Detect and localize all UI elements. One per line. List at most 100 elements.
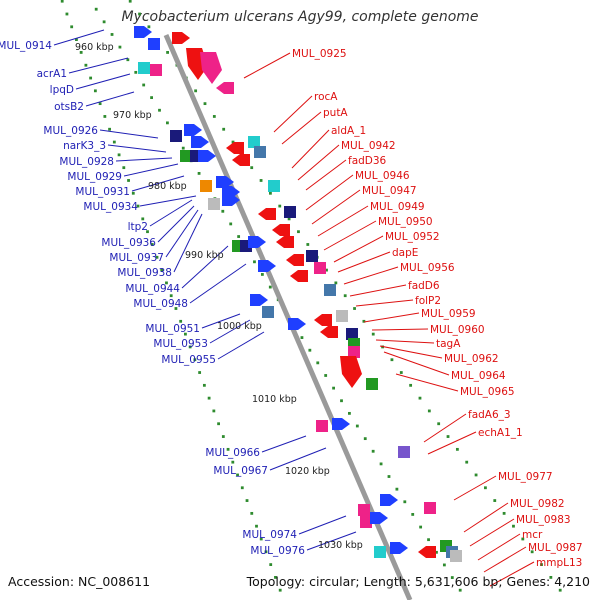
track-tick — [259, 537, 263, 541]
reverse-gene-label[interactable]: MUL_0960 — [430, 324, 485, 336]
gene-box — [316, 420, 328, 432]
reverse-gene-label[interactable]: MUL_0959 — [421, 308, 476, 320]
forward-gene-label[interactable]: MUL_0936 — [101, 237, 156, 249]
scale-label: 1020 kbp — [285, 466, 330, 477]
reverse-gene-label[interactable]: MUL_0956 — [400, 262, 455, 274]
track-tick — [98, 102, 102, 106]
forward-gene-arrow — [172, 32, 190, 44]
reverse-gene-label[interactable]: rocA — [314, 91, 338, 103]
reverse-gene-label[interactable]: MUL_0942 — [341, 140, 396, 152]
reverse-gene-arrow — [290, 270, 308, 282]
forward-gene-label[interactable]: MUL_0926 — [43, 125, 98, 137]
track-tick — [316, 361, 320, 365]
reverse-gene-label[interactable]: MUL_0946 — [355, 170, 410, 182]
forward-gene-arrow — [184, 124, 202, 136]
gene-box — [284, 206, 296, 218]
track-tick — [222, 127, 226, 131]
forward-gene-label[interactable]: lpqD — [50, 84, 74, 96]
forward-gene-label[interactable]: MUL_0938 — [117, 267, 172, 279]
reverse-gene-label[interactable]: fadD36 — [348, 155, 387, 167]
forward-gene-label[interactable]: MUL_0928 — [59, 156, 114, 168]
track-tick — [221, 435, 225, 438]
forward-gene-label[interactable]: otsB2 — [54, 101, 84, 113]
track-tick — [390, 358, 394, 362]
reverse-gene-label[interactable]: MUL_0982 — [510, 498, 565, 510]
reverse-gene-label[interactable]: fadA6_3 — [468, 409, 511, 421]
forward-gene-label[interactable]: acrA1 — [37, 68, 67, 80]
reverse-gene-label[interactable]: MUL_0987 — [528, 542, 583, 554]
track-tick — [188, 345, 192, 349]
reverse-gene-label[interactable]: MUL_0947 — [362, 185, 417, 197]
track-tick — [174, 307, 178, 310]
reverse-gene-label[interactable]: echA1_1 — [478, 427, 523, 439]
reverse-gene-label[interactable]: MUL_0949 — [370, 201, 425, 213]
track-tick — [94, 7, 98, 11]
gene-box — [170, 130, 182, 142]
reverse-gene-label[interactable]: mmpL13 — [536, 557, 582, 569]
track-tick — [458, 588, 462, 592]
reverse-gene-label[interactable]: dapE — [392, 247, 418, 259]
gene-box — [360, 516, 372, 528]
track-tick — [324, 374, 328, 377]
forward-gene-label[interactable]: MUL_0944 — [125, 283, 180, 295]
track-tick — [446, 435, 450, 438]
reverse-gene-label[interactable]: putA — [323, 107, 348, 119]
reverse-gene-label[interactable]: mcr — [522, 529, 543, 541]
forward-gene-label[interactable]: MUL_0966 — [205, 447, 260, 459]
track-tick — [127, 179, 130, 182]
track-tick — [141, 217, 145, 221]
forward-gene-label[interactable]: MUL_0934 — [83, 201, 138, 213]
forward-gene-label[interactable]: MUL_0931 — [75, 186, 130, 198]
track-tick — [65, 12, 69, 16]
track-tick — [306, 243, 310, 246]
reverse-label-leader — [379, 345, 443, 359]
track-tick — [179, 319, 183, 323]
forward-gene-arrow — [332, 418, 350, 430]
reverse-gene-label[interactable]: MUL_0964 — [451, 370, 506, 382]
feature-layer — [134, 26, 462, 562]
reverse-gene-label[interactable]: MUL_0950 — [378, 216, 433, 228]
forward-gene-label[interactable]: MUL_0974 — [242, 529, 297, 541]
scale-label: 970 kbp — [113, 110, 152, 121]
track-tick — [287, 217, 291, 221]
reverse-gene-label[interactable]: MUL_0925 — [292, 48, 347, 60]
forward-gene-label[interactable]: MUL_0955 — [161, 354, 216, 366]
forward-gene-label[interactable]: ltp2 — [128, 221, 148, 233]
reverse-gene-label[interactable]: MUL_0952 — [385, 231, 440, 243]
forward-label-leader — [85, 91, 135, 107]
gene-box — [148, 38, 160, 50]
gene-box — [398, 446, 410, 458]
forward-label-leader — [123, 163, 179, 177]
track-tick — [245, 499, 249, 502]
forward-label-leader — [269, 447, 327, 471]
forward-gene-label[interactable]: narK3_3 — [63, 140, 106, 152]
reverse-gene-label[interactable]: MUL_0983 — [516, 514, 571, 526]
forward-gene-label[interactable]: MUL_0948 — [133, 298, 188, 310]
track-tick — [395, 487, 399, 491]
scale-label: 990 kbp — [185, 250, 224, 261]
reverse-gene-label[interactable]: MUL_0965 — [460, 386, 515, 398]
forward-gene-arrow — [288, 318, 306, 330]
reverse-gene-label[interactable]: MUL_0962 — [444, 353, 499, 365]
reverse-gene-label[interactable]: tagA — [436, 338, 461, 350]
track-tick — [268, 285, 272, 289]
forward-gene-label[interactable]: MUL_0953 — [153, 338, 208, 350]
reverse-gene-arrow — [320, 326, 338, 338]
scale-label: 1030 kbp — [318, 540, 363, 551]
reverse-gene-label[interactable]: MUL_0977 — [498, 471, 553, 483]
forward-gene-arrow — [258, 260, 276, 272]
reverse-gene-label[interactable]: aldA_1 — [331, 125, 366, 137]
forward-gene-label[interactable]: MUL_0929 — [67, 171, 122, 183]
track-tick — [197, 171, 201, 175]
reverse-gene-label[interactable]: folP2 — [415, 295, 441, 307]
reverse-gene-label[interactable]: fadD6 — [408, 280, 440, 292]
forward-gene-label[interactable]: MUL_0976 — [250, 545, 305, 557]
forward-gene-label[interactable]: MUL_0937 — [109, 252, 164, 264]
forward-gene-label[interactable]: MUL_0967 — [213, 465, 268, 477]
track-tick — [112, 140, 116, 144]
track-tick — [362, 319, 366, 323]
forward-gene-arrow — [390, 542, 408, 554]
forward-gene-label[interactable]: MUL_0951 — [145, 323, 200, 335]
forward-gene-label[interactable]: MUL_0914 — [0, 40, 52, 52]
